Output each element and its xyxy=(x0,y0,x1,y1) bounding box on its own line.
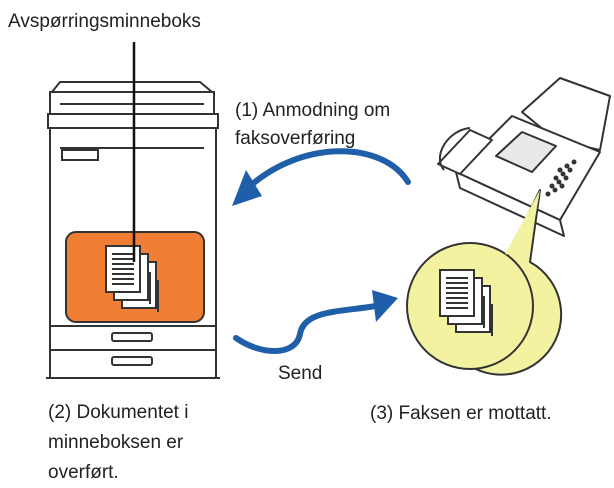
transferred-label: (2) Dokumentet i minneboksen er overført… xyxy=(48,398,188,488)
request-label-line-1: (1) Anmodning om xyxy=(235,100,391,121)
fax-machine xyxy=(437,77,611,237)
request-label: (1) Anmodning om faksoverføring xyxy=(235,97,390,153)
transferred-label-line-3: overført. xyxy=(48,462,119,483)
request-label-line-2: faksoverføring xyxy=(235,128,356,149)
transferred-label-line-2: minneboksen er xyxy=(48,432,184,453)
poll-box-label: Avspørringsminneboks xyxy=(8,11,201,32)
received-label: (3) Faksen er mottatt. xyxy=(370,403,552,424)
transferred-label-line-1: (2) Dokumentet i xyxy=(48,402,189,423)
send-label: Send xyxy=(278,363,323,384)
request-arrow xyxy=(245,148,411,191)
send-arrow xyxy=(233,303,379,354)
